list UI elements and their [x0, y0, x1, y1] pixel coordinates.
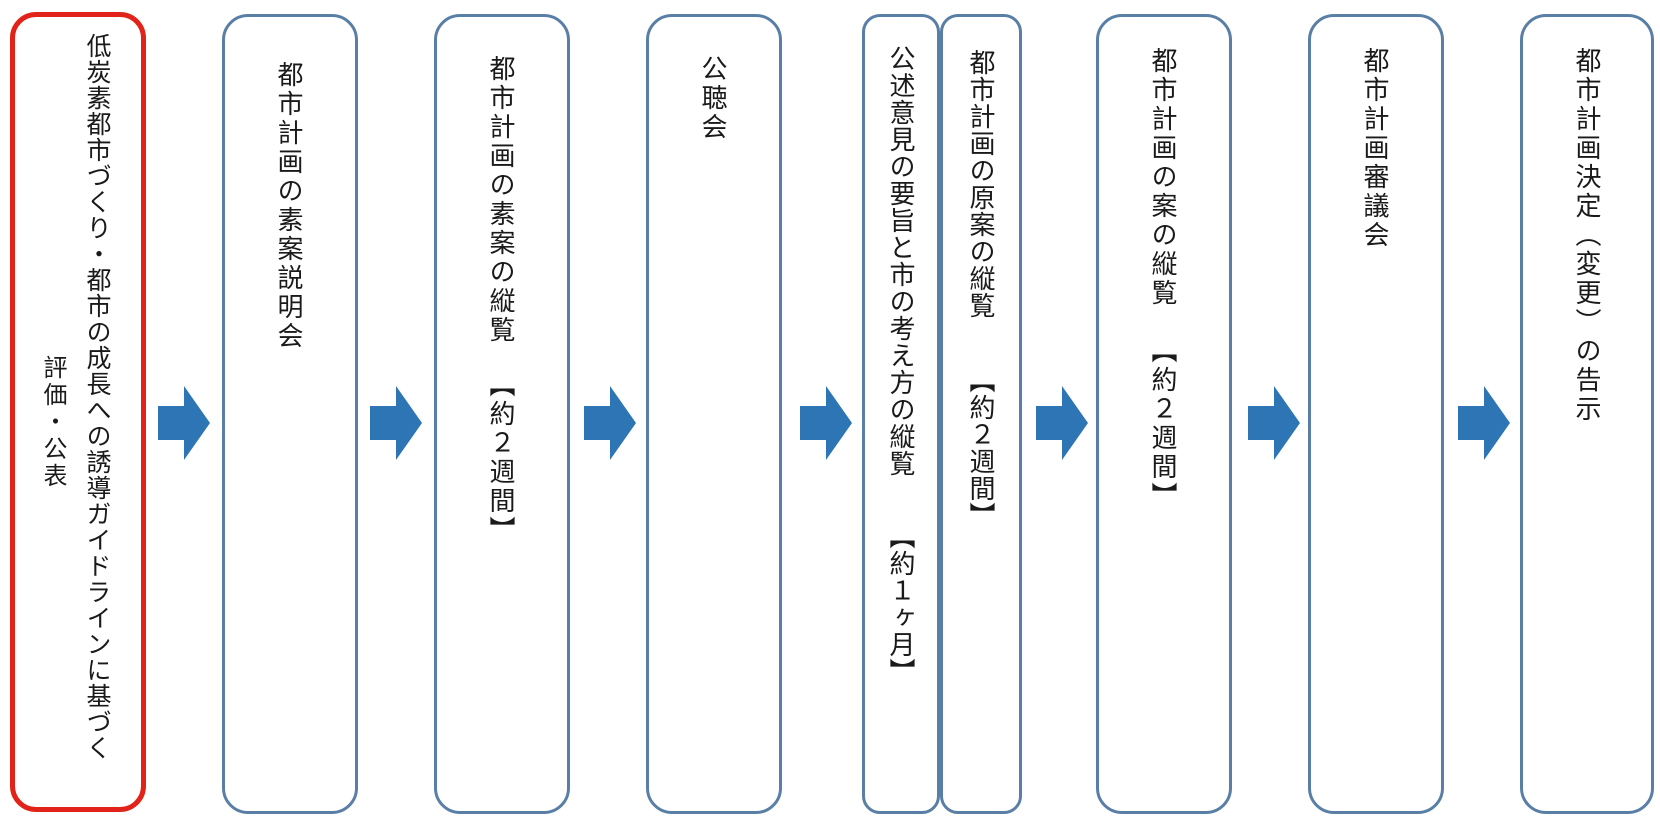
step-box-draft-briefing: 都市計画の素案説明会 — [222, 14, 358, 814]
step-text-period: 【約２週間】 — [965, 367, 995, 529]
step-text-draft-briefing: 都市計画の素案説明会 — [273, 61, 303, 351]
right-arrow-icon — [800, 386, 852, 460]
right-arrow-icon — [158, 386, 210, 460]
step-box-draft-inspection: 都市計画の素案の縦覧 【約２週間】 — [434, 14, 570, 814]
step-box-public-hearing: 公聴会 — [646, 14, 782, 814]
step-text-public-hearing: 公聴会 — [697, 55, 727, 142]
step-text-plan-inspection: 都市計画の案の縦覧 — [1147, 47, 1177, 308]
right-arrow-icon — [1036, 386, 1088, 460]
step-text-draft-inspection: 都市計画の素案の縦覧 — [485, 55, 515, 345]
right-arrow-icon — [1458, 386, 1510, 460]
step-box-planning-council: 都市計画審議会 — [1308, 14, 1444, 814]
step-text-period: 【約１ヶ月】 — [885, 523, 915, 685]
right-arrow-icon — [370, 386, 422, 460]
step-text-evaluation-publication: 評価・公表 — [39, 355, 67, 490]
step-box-plan-decision-notice: 都市計画決定（変更）の告示 — [1520, 14, 1654, 814]
step-box-guideline-evaluation: 低炭素都市づくり・都市の成長への誘導ガイドラインに基づく 評価・公表 — [10, 12, 146, 812]
right-arrow-icon — [1248, 386, 1300, 460]
step-text-planning-council: 都市計画審議会 — [1359, 47, 1389, 250]
step-text-guideline: 低炭素都市づくり・都市の成長への誘導ガイドラインに基づく — [83, 33, 112, 761]
step-box-plan-inspection: 都市計画の案の縦覧 【約２週間】 — [1096, 14, 1232, 814]
step-text-period: 【約２週間】 — [485, 371, 515, 545]
right-arrow-icon — [584, 386, 636, 460]
step-text-opinion-summary: 公述意見の要旨と市の考え方の縦覧 — [885, 45, 915, 477]
step-box-opinion-summary: 公述意見の要旨と市の考え方の縦覧 【約１ヶ月】 — [862, 14, 940, 814]
step-text-original-draft-inspection: 都市計画の原案の縦覧 — [965, 49, 995, 319]
step-text-plan-decision-notice: 都市計画決定（変更）の告示 — [1571, 47, 1601, 424]
step-box-original-draft-inspection: 都市計画の原案の縦覧 【約２週間】 — [940, 14, 1022, 814]
step-text-period: 【約２週間】 — [1147, 337, 1177, 511]
